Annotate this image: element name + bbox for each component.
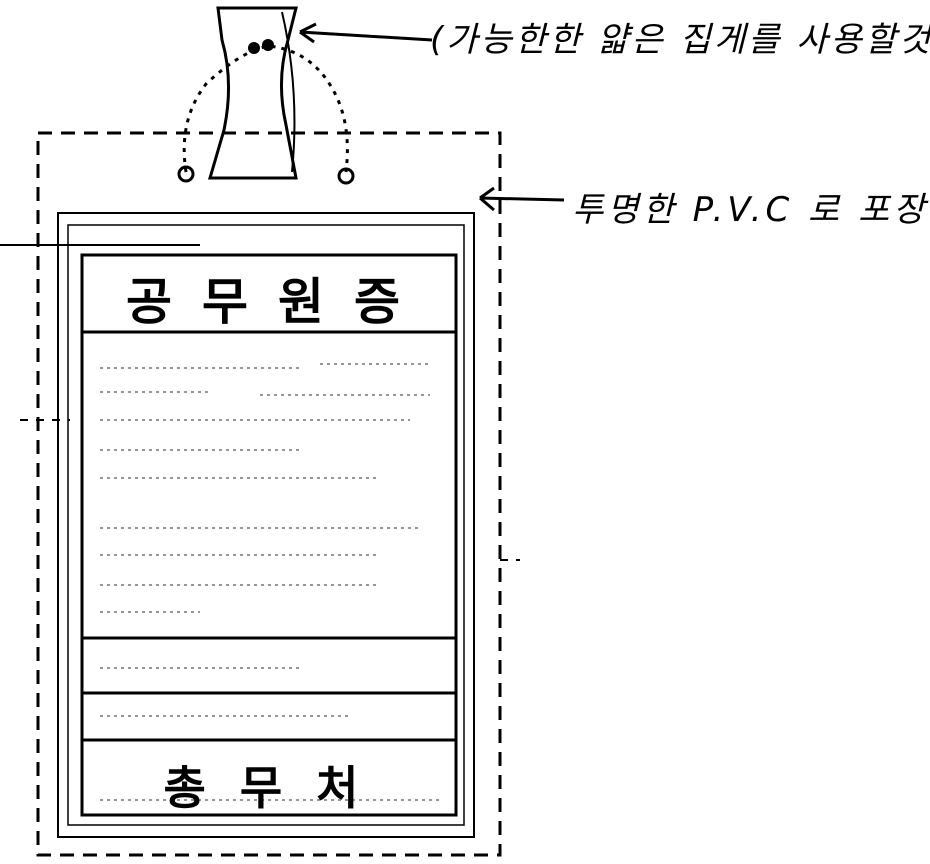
clip-leader-line: [299, 30, 433, 42]
card-issuer: 총무처: [163, 761, 393, 815]
clip-note: (가능한한 얇은 집게를 사용할것: [430, 20, 930, 60]
pvc-packaging-outline: [36, 131, 502, 857]
bead-chain-icon: [177, 39, 355, 185]
card-title: 공무원증: [126, 273, 430, 331]
pvc-leader-line: [479, 196, 565, 202]
pvc-pocket: [57, 212, 475, 838]
card-body: [80, 253, 458, 817]
packaging-note: 투명한 P.V.C 로 포장: [572, 190, 929, 230]
clip-icon: [208, 6, 298, 180]
